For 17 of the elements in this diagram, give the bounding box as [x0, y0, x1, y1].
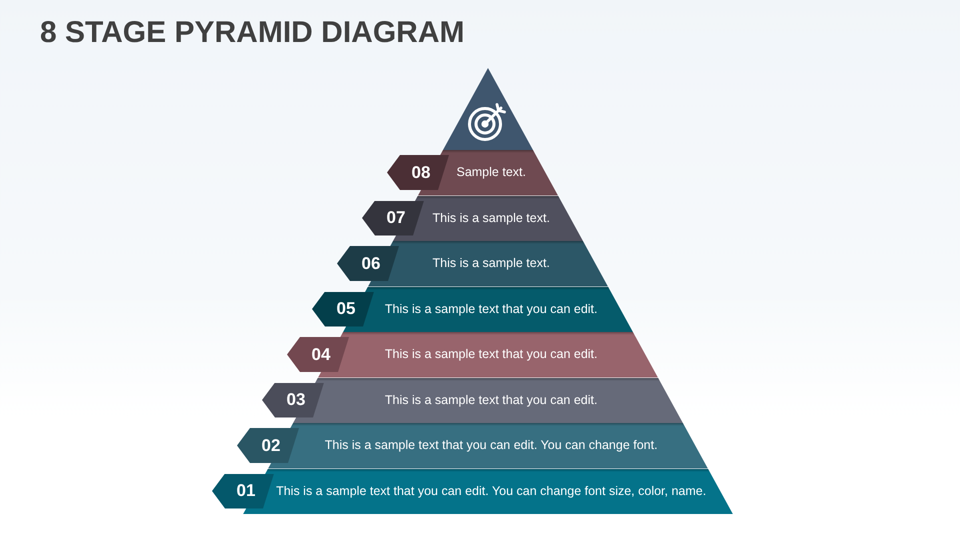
- tier-text: This is a sample text that you can edit. You can change font size, color, name.: [276, 484, 706, 499]
- tier-text: This is a sample text that you can edit.: [384, 347, 598, 362]
- number-tag: 07: [362, 200, 424, 236]
- number-tag: 03: [262, 382, 324, 418]
- title-text: 8 STAGE PYRAMID DIAGRAM: [40, 15, 464, 51]
- tier-text: This is a sample text.: [432, 256, 550, 272]
- tier-text: This is a sample text that you can edit. You can change font.: [324, 438, 658, 454]
- tier-text: This is a sample text that you can edit.: [384, 302, 598, 317]
- tier-text: This is a sample text that you can edit.: [384, 392, 598, 408]
- number-tag: 06: [337, 246, 399, 281]
- number-tag: 08: [387, 155, 449, 190]
- number-tag: 02: [237, 428, 299, 463]
- number-tag: 04: [287, 337, 349, 372]
- tier-text: This is a sample text.: [432, 210, 550, 226]
- number-tag: 01: [212, 474, 274, 508]
- number-tag: 05: [312, 292, 374, 326]
- tier-text: Sample text.: [456, 165, 526, 180]
